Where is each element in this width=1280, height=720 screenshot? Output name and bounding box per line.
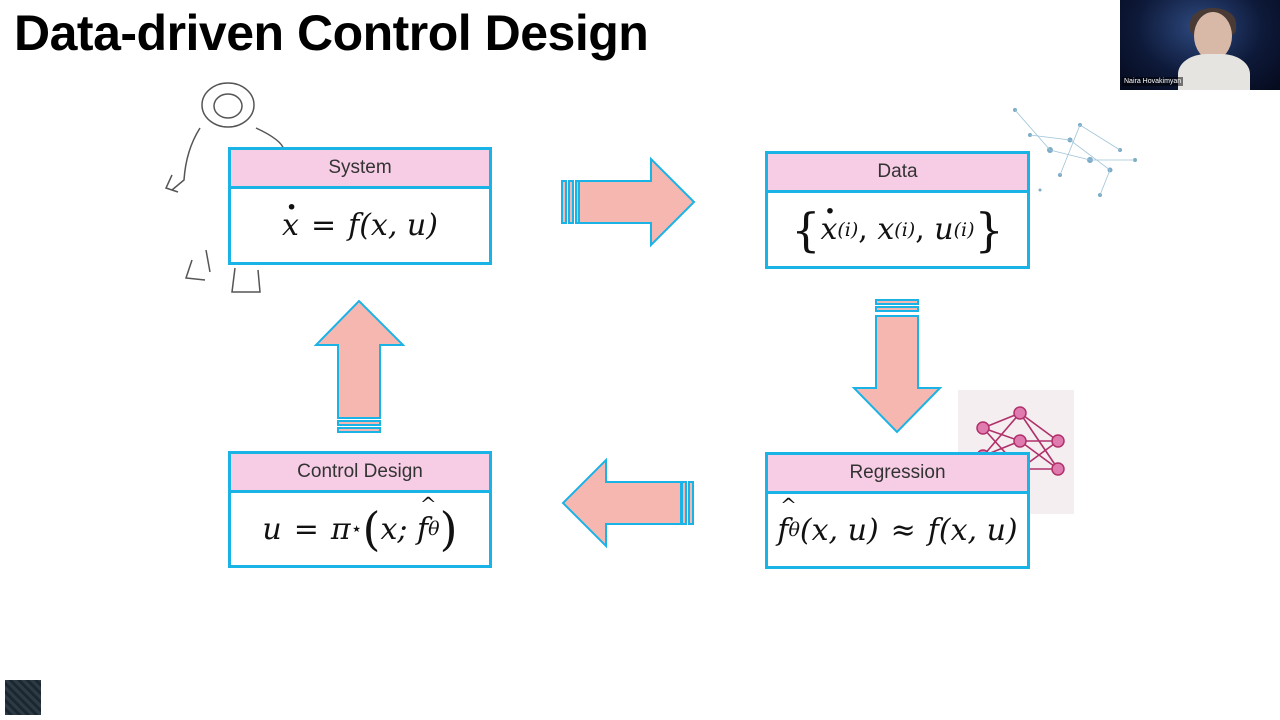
webcam-thumbnail[interactable]: Naira Hovakimyan [1120, 0, 1280, 90]
data-eq-sup2: (i) [894, 218, 916, 241]
control-eq-close: ) [439, 502, 458, 556]
data-eq-x1: x [820, 212, 837, 247]
data-eq-x2: x [877, 212, 895, 247]
regression-box: Regression fθ(x, u) ≈ f(x, u) [765, 452, 1030, 569]
data-box: Data { x(i), x(i), u(i) } [765, 151, 1030, 269]
control-eq-x: x; [380, 511, 408, 547]
corner-thumbnail [5, 680, 41, 715]
regression-eq-rhs: f(x, u) [927, 512, 1018, 548]
system-eq-op: = [310, 208, 337, 243]
system-equation: x = f(x, u) [231, 189, 489, 262]
presenter-body [1178, 54, 1250, 90]
control-eq-pi: π [330, 511, 351, 547]
arrow-left-icon [561, 457, 694, 549]
regression-header: Regression [768, 455, 1027, 494]
system-header: System [231, 150, 489, 189]
regression-eq-sub: θ [788, 519, 800, 541]
control-eq-star: ⋆ [350, 518, 363, 540]
control-eq-f: f [417, 492, 437, 547]
data-eq-sup1: (i) [837, 218, 859, 241]
presenter-name: Naira Hovakimyan [1122, 77, 1184, 86]
system-eq-lhs: x [282, 208, 299, 243]
network-cloud-icon [1013, 108, 1137, 197]
data-eq-close: } [974, 202, 1004, 257]
data-eq-sup3: (i) [953, 218, 975, 241]
arrow-up-icon [313, 299, 406, 433]
regression-eq-args: (x, u) [799, 512, 879, 548]
data-header: Data [768, 154, 1027, 193]
presenter-face [1194, 12, 1232, 60]
data-eq-u: u [934, 212, 954, 247]
regression-eq-approx: ≈ [890, 512, 916, 548]
control-eq-eq: = [293, 511, 319, 547]
regression-eq-f: f [777, 493, 797, 548]
system-box: System x = f(x, u) [228, 147, 492, 265]
robot-sketch-icon [164, 82, 285, 293]
arrow-down-icon [851, 299, 943, 434]
control-design-header: Control Design [231, 454, 489, 493]
control-eq-open: ( [362, 502, 381, 556]
regression-equation: fθ(x, u) ≈ f(x, u) [768, 493, 1027, 566]
slide-title: Data-driven Control Design [14, 5, 649, 61]
control-equation: u = π⋆ ( x; fθ ) [231, 492, 489, 565]
data-equation: { x(i), x(i), u(i) } [768, 193, 1027, 266]
control-eq-sub: θ [428, 518, 440, 540]
control-design-box: Control Design u = π⋆ ( x; fθ ) [228, 451, 492, 568]
system-eq-rhs: f(x, u) [348, 208, 438, 243]
arrow-right-icon [561, 156, 696, 248]
control-eq-u: u [262, 511, 282, 547]
data-eq-open: { [791, 202, 821, 257]
